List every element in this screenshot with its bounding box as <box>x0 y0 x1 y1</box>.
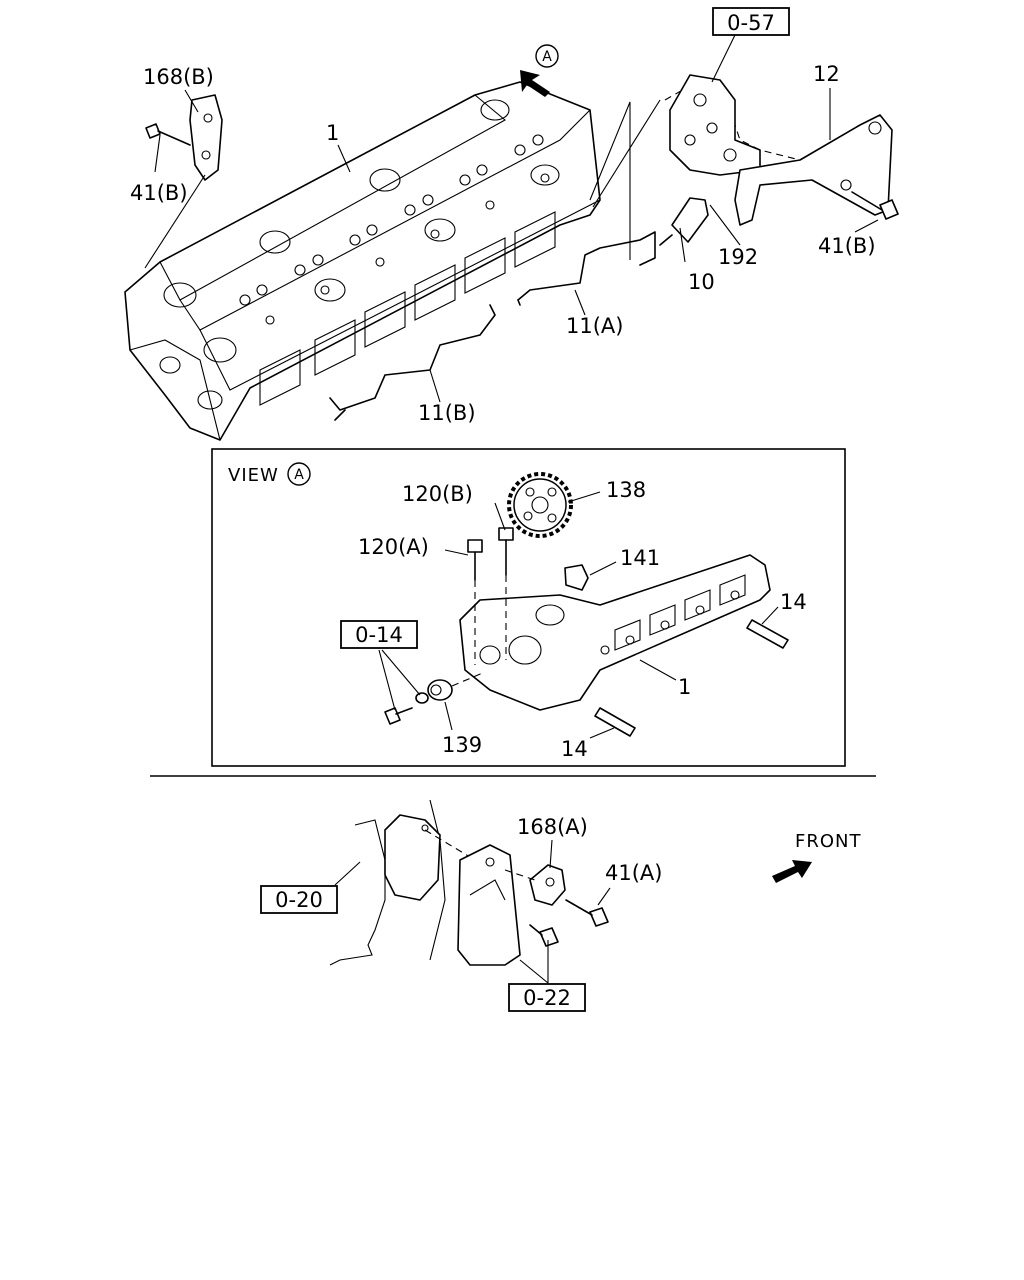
bolt-41b-right <box>851 191 899 220</box>
mount-pad-020 <box>384 814 441 901</box>
callout-14-lower: 14 <box>561 737 588 761</box>
stud-14-lower <box>594 707 636 737</box>
injector-192 <box>659 197 709 246</box>
front-label: FRONT <box>795 831 862 852</box>
view-a-title: VIEW <box>228 465 279 486</box>
ref-0-22: 0-22 <box>523 986 571 1010</box>
callout-12: 12 <box>813 62 840 86</box>
ref-0-14: 0-14 <box>355 623 403 647</box>
bolt-41b-left <box>145 123 191 146</box>
callout-168b: 168(B) <box>143 65 214 89</box>
callout-168a: 168(A) <box>517 815 588 839</box>
callout-41b-right: 41(B) <box>818 234 876 258</box>
ref-0-57: 0-57 <box>727 11 775 35</box>
leaders-bottom <box>334 839 611 984</box>
callout-120b: 120(B) <box>402 482 473 506</box>
callout-141: 141 <box>620 546 660 570</box>
bracket-168b <box>189 94 223 181</box>
leaders-view <box>378 491 779 739</box>
callout-138: 138 <box>606 478 646 502</box>
bolt-41a <box>565 899 609 927</box>
callout-1-top: 1 <box>326 121 339 145</box>
cylinder-head-top <box>124 81 601 441</box>
bushing-139 <box>427 679 453 701</box>
callout-14-upper: 14 <box>780 590 807 614</box>
bolt-022 <box>529 924 559 947</box>
view-a-letter: A <box>542 49 552 65</box>
callout-10: 10 <box>688 270 715 294</box>
callout-41a: 41(A) <box>605 861 662 885</box>
view-a-arrow: A <box>520 44 559 97</box>
bolt-120b <box>498 527 514 576</box>
front-arrow-icon <box>772 860 812 883</box>
bracket-12 <box>734 114 893 226</box>
view-a-title-marker: A <box>294 467 304 483</box>
callout-1-view: 1 <box>678 675 691 699</box>
stud-14-upper <box>746 619 789 649</box>
view-a-frame <box>211 448 846 767</box>
callout-192: 192 <box>718 245 758 269</box>
ref-0-20: 0-20 <box>275 888 323 912</box>
washer <box>415 692 429 704</box>
callout-41b-left: 41(B) <box>130 181 188 205</box>
bolt-014 <box>384 707 413 725</box>
engine-mount-bracket <box>457 844 521 966</box>
cap-141 <box>564 564 589 591</box>
callout-11a: 11(A) <box>566 314 623 338</box>
pipe-11a <box>517 231 656 306</box>
gear-138 <box>507 472 573 538</box>
bracket-assembly-057 <box>664 74 811 176</box>
engine-block-outline <box>329 799 446 966</box>
bolt-120a <box>467 539 483 581</box>
bracket-168a <box>529 864 566 906</box>
leaders-top <box>337 34 879 403</box>
callout-120a: 120(A) <box>358 535 429 559</box>
callout-11b: 11(B) <box>418 401 476 425</box>
callout-139: 139 <box>442 733 482 757</box>
cylinder-head-end-view <box>459 554 771 711</box>
